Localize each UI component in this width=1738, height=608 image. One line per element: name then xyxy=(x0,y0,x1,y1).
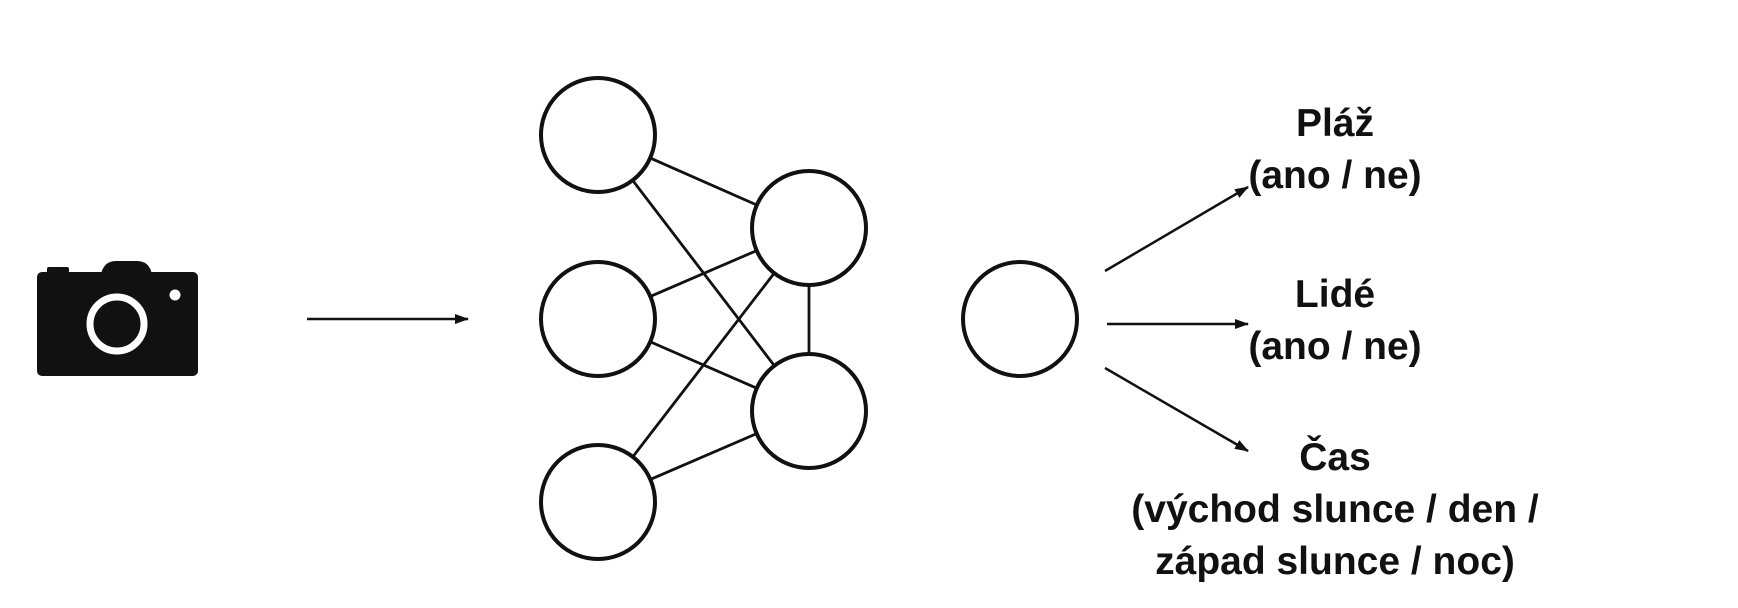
output-label-beach: Pláž (ano / ne) xyxy=(1248,102,1422,197)
output-arrow-beach xyxy=(1104,185,1249,273)
hidden-neuron xyxy=(750,352,868,470)
output-arrow-time xyxy=(1104,366,1249,453)
output-label-people: Lidé (ano / ne) xyxy=(1248,273,1422,368)
camera-icon xyxy=(37,261,198,376)
output-arrows xyxy=(1104,185,1249,453)
input-neuron xyxy=(539,443,657,561)
input-neuron xyxy=(539,260,657,378)
output-label-time: Čas (východ slunce / den / západ slunce … xyxy=(1131,436,1539,583)
output-neuron xyxy=(961,260,1079,378)
network-neurons xyxy=(539,76,1079,561)
input-neuron xyxy=(539,76,657,194)
hidden-neuron xyxy=(750,169,868,287)
